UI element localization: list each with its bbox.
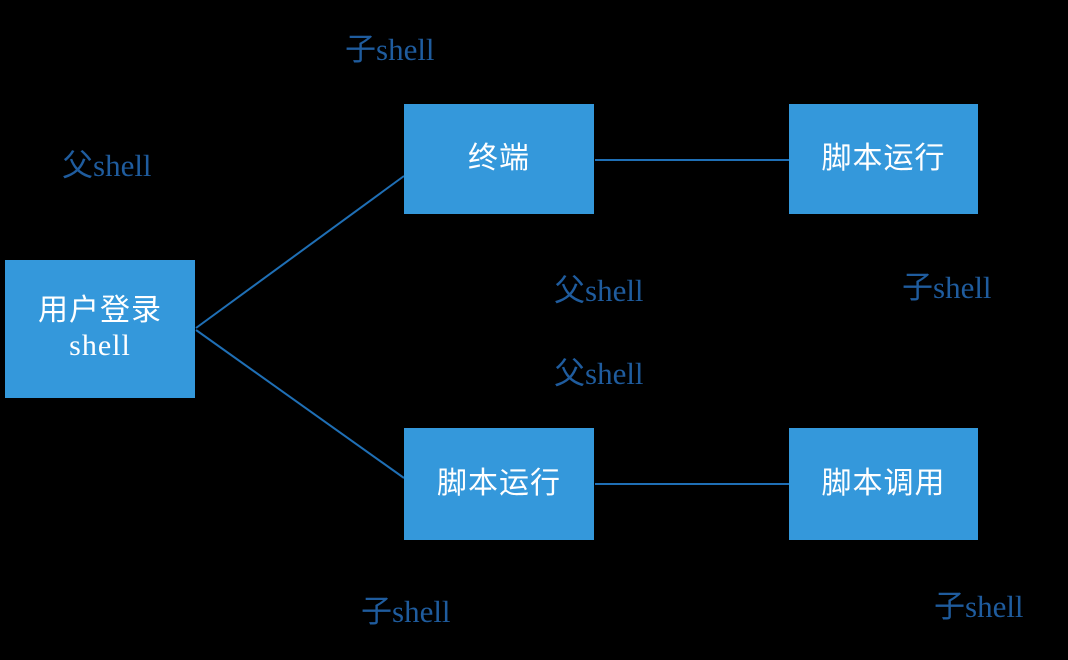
- annotation-cn: 子: [902, 270, 933, 305]
- annotation-latin: shell: [585, 356, 644, 391]
- annotation-parent-shell-left: 父shell: [62, 150, 152, 181]
- node-label-cn: 用户登录: [38, 294, 162, 328]
- annotation-cn: 父: [62, 148, 93, 183]
- node-label-latin: shell: [69, 329, 131, 362]
- annotation-cn: 子: [934, 589, 965, 624]
- annotation-latin: shell: [93, 148, 152, 183]
- annotation-cn: 父: [554, 356, 585, 391]
- node-label-cn: 终端: [468, 141, 530, 175]
- node-label-cn: 脚本调用: [821, 466, 946, 500]
- connector-login-to-script-run-2: [195, 329, 405, 479]
- annotation-latin: shell: [392, 594, 451, 629]
- node-terminal[interactable]: 终端: [404, 104, 594, 214]
- annotation-parent-shell-mid-1: 父shell: [554, 275, 644, 306]
- annotation-latin: shell: [376, 32, 435, 67]
- annotation-child-shell-top: 子shell: [345, 34, 435, 65]
- annotation-cn: 父: [554, 273, 585, 308]
- node-script-run-2[interactable]: 脚本运行: [404, 428, 594, 540]
- annotation-cn: 子: [345, 32, 376, 67]
- annotation-latin: shell: [965, 589, 1024, 624]
- node-label-cn: 脚本运行: [437, 466, 561, 500]
- annotation-cn: 子: [361, 594, 392, 629]
- annotation-child-shell-bottom-2: 子shell: [934, 591, 1024, 622]
- annotation-parent-shell-mid-2: 父shell: [554, 358, 644, 389]
- node-script-call[interactable]: 脚本调用: [789, 428, 978, 540]
- connector-login-to-terminal: [195, 175, 405, 329]
- annotation-latin: shell: [933, 270, 992, 305]
- annotation-child-shell-right-1: 子shell: [902, 272, 992, 303]
- node-label-cn: 脚本运行: [821, 141, 946, 175]
- node-script-run-1[interactable]: 脚本运行: [789, 104, 978, 214]
- annotation-latin: shell: [585, 273, 644, 308]
- annotation-child-shell-bottom-1: 子shell: [361, 596, 451, 627]
